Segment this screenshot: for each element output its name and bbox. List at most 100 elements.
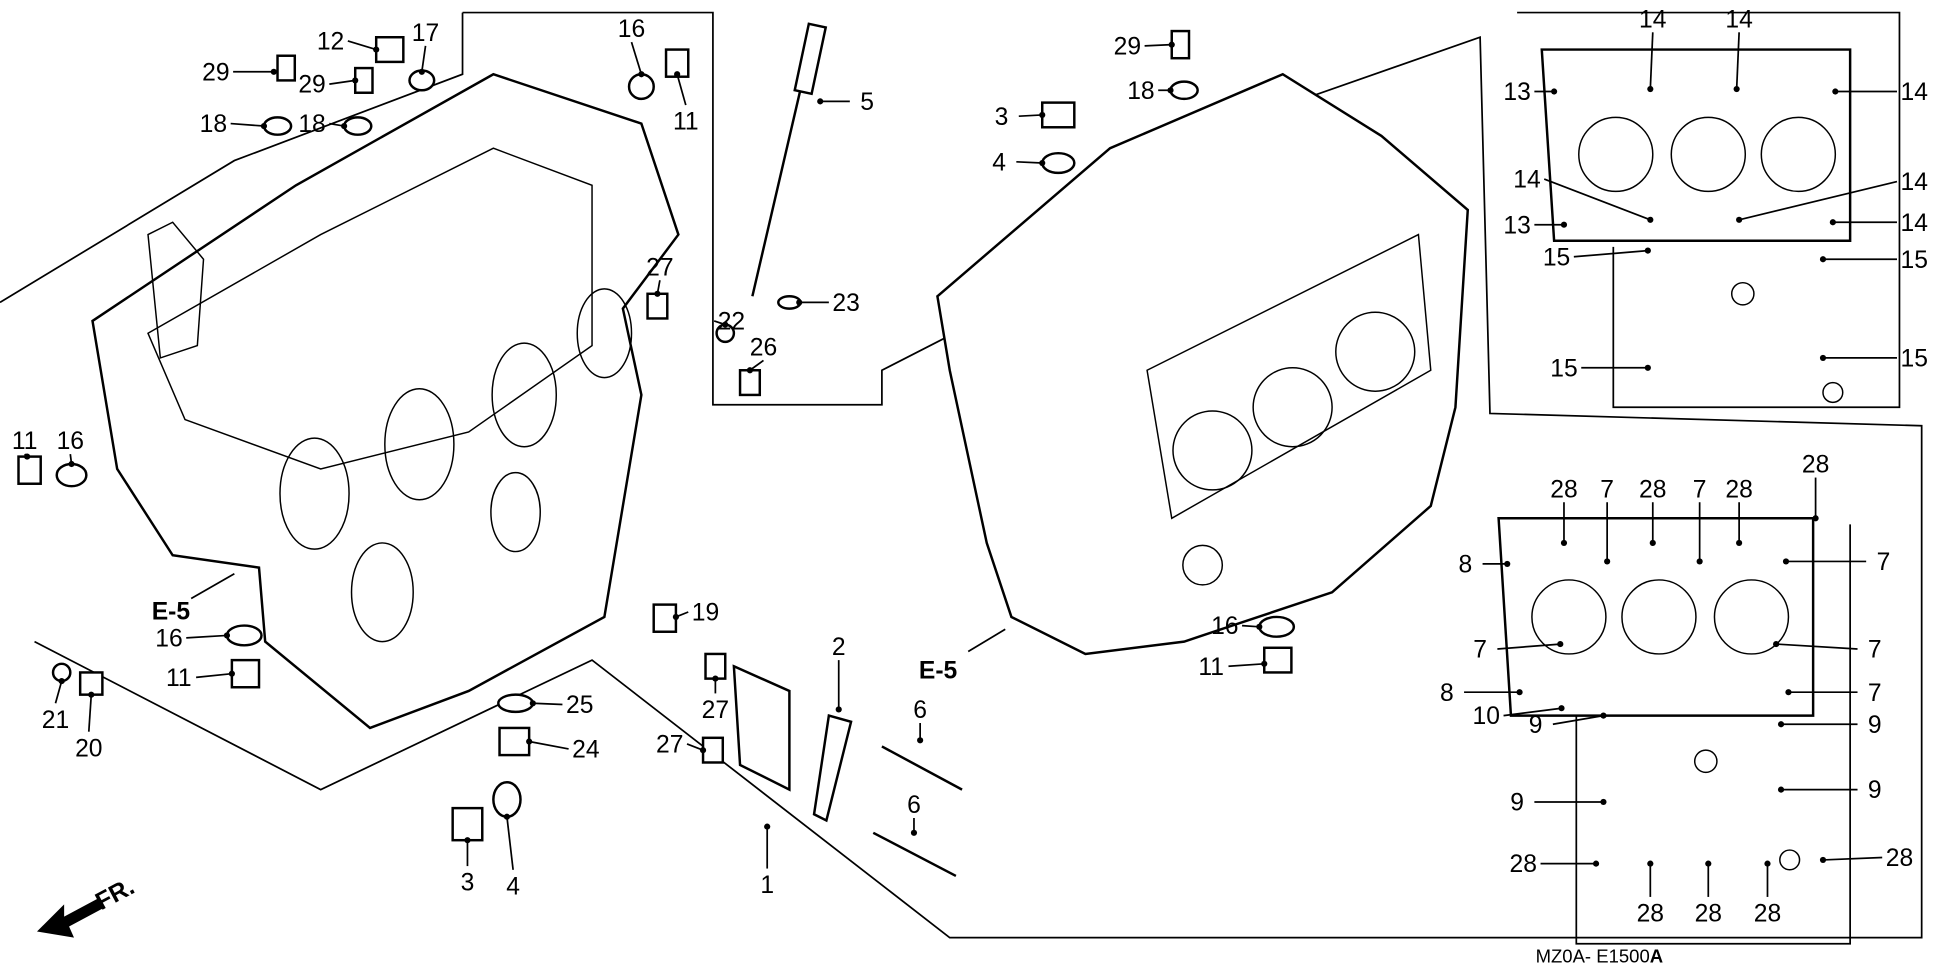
callout-26[interactable]: 26 (746, 334, 777, 374)
callout-number[interactable]: 16 (1211, 613, 1238, 640)
callout-6[interactable]: 6 (907, 792, 921, 836)
callout-number[interactable]: 16 (155, 626, 182, 653)
callout-29[interactable]: 29 (1114, 34, 1175, 61)
callout-15[interactable]: 15 (1550, 355, 1651, 382)
callout-3[interactable]: 3 (995, 104, 1046, 131)
reference-e5-right[interactable]: E-5 (919, 628, 1006, 685)
callout-number[interactable]: 20 (75, 735, 102, 762)
callout-number[interactable]: 28 (1802, 452, 1829, 479)
callout-number[interactable]: 28 (1510, 851, 1537, 878)
callout-22[interactable]: 22 (713, 309, 745, 336)
callout-6[interactable]: 6 (913, 697, 927, 744)
callout-number[interactable]: 14 (1639, 6, 1666, 33)
callout-number[interactable]: 7 (1868, 637, 1882, 664)
callout-15[interactable]: 15 (1819, 247, 1928, 274)
callout-16[interactable]: 16 (618, 16, 645, 78)
callout-1[interactable]: 1 (760, 823, 774, 900)
callout-number[interactable]: 4 (506, 873, 520, 900)
callout-number[interactable]: 21 (42, 707, 69, 734)
callout-number[interactable]: 8 (1458, 552, 1472, 579)
callout-27[interactable]: 27 (702, 675, 729, 725)
callout-number[interactable]: 13 (1503, 79, 1530, 106)
callout-number[interactable]: 2 (832, 634, 846, 661)
callout-number[interactable]: 27 (702, 697, 729, 724)
callout-number[interactable]: 7 (1693, 476, 1707, 503)
callout-7[interactable]: 7 (1785, 680, 1882, 707)
callout-19[interactable]: 19 (672, 600, 719, 627)
callout-29[interactable]: 29 (202, 59, 277, 86)
callout-11[interactable]: 11 (673, 71, 699, 136)
callout-number[interactable]: 12 (317, 29, 344, 56)
callout-28[interactable]: 28 (1802, 452, 1829, 522)
callout-number[interactable]: 5 (860, 89, 874, 116)
callout-number[interactable]: 28 (1695, 901, 1722, 928)
callout-number[interactable]: 11 (673, 109, 699, 136)
callout-number[interactable]: 29 (1114, 34, 1141, 61)
callout-21[interactable]: 21 (42, 677, 69, 734)
callout-number[interactable]: 29 (202, 59, 229, 86)
callout-2[interactable]: 2 (832, 634, 846, 713)
callout-9[interactable]: 9 (1777, 712, 1882, 739)
callout-13[interactable]: 13 (1503, 79, 1558, 106)
callout-number[interactable]: 16 (618, 16, 645, 43)
reference-e5-left[interactable]: E-5 (152, 573, 235, 626)
callout-7[interactable]: 7 (1782, 549, 1890, 576)
callout-25[interactable]: 25 (529, 692, 594, 719)
callout-number[interactable]: 28 (1886, 845, 1913, 872)
callout-28[interactable]: 28 (1510, 851, 1600, 878)
callout-number[interactable]: 26 (750, 334, 777, 361)
callout-number[interactable]: 9 (1529, 712, 1543, 739)
callout-15[interactable]: 15 (1543, 244, 1651, 271)
callout-number[interactable]: 11 (12, 428, 38, 455)
callout-28[interactable]: 28 (1695, 860, 1722, 928)
callout-number[interactable]: 13 (1503, 212, 1530, 239)
callout-number[interactable]: 15 (1901, 346, 1928, 373)
callout-4[interactable]: 4 (992, 149, 1046, 176)
callout-number[interactable]: 6 (913, 697, 927, 724)
callout-number[interactable]: 28 (1725, 476, 1752, 503)
callout-9[interactable]: 9 (1529, 712, 1607, 739)
callout-number[interactable]: 9 (1868, 777, 1882, 804)
callout-20[interactable]: 20 (75, 691, 103, 763)
callout-number[interactable]: 28 (1550, 476, 1577, 503)
callout-number[interactable]: 8 (1440, 680, 1454, 707)
callout-14[interactable]: 14 (1832, 79, 1928, 106)
callout-28[interactable]: 28 (1819, 845, 1913, 872)
callout-number[interactable]: 18 (1127, 78, 1154, 105)
callout-28[interactable]: 28 (1725, 476, 1753, 547)
callout-18[interactable]: 18 (298, 111, 348, 138)
reference-label[interactable]: E-5 (152, 598, 191, 625)
callout-number[interactable]: 27 (656, 732, 683, 759)
callout-17[interactable]: 17 (412, 20, 439, 75)
callout-number[interactable]: 3 (461, 870, 475, 897)
callout-27[interactable]: 27 (656, 732, 707, 759)
callout-5[interactable]: 5 (817, 89, 874, 116)
callout-number[interactable]: 19 (692, 600, 719, 627)
callout-number[interactable]: 22 (718, 309, 745, 336)
callout-number[interactable]: 14 (1901, 210, 1928, 237)
callout-18[interactable]: 18 (200, 111, 268, 138)
callout-27[interactable]: 27 (646, 254, 674, 297)
callout-11[interactable]: 11 (1198, 654, 1268, 681)
callout-number[interactable]: 15 (1901, 247, 1928, 274)
callout-8[interactable]: 8 (1458, 552, 1511, 579)
callout-number[interactable]: 18 (200, 111, 227, 138)
callout-9[interactable]: 9 (1777, 777, 1882, 804)
callout-3[interactable]: 3 (461, 837, 475, 897)
callout-14[interactable]: 14 (1736, 169, 1928, 223)
callout-7[interactable]: 7 (1600, 476, 1614, 565)
callout-16[interactable]: 16 (57, 428, 84, 468)
callout-number[interactable]: 17 (412, 20, 439, 47)
callout-number[interactable]: 7 (1868, 680, 1882, 707)
callout-16[interactable]: 16 (1211, 613, 1263, 640)
callout-number[interactable]: 11 (1198, 654, 1224, 681)
callout-16[interactable]: 16 (155, 626, 231, 653)
callout-number[interactable]: 27 (646, 254, 673, 281)
callout-7[interactable]: 7 (1473, 637, 1564, 664)
callout-number[interactable]: 10 (1473, 703, 1500, 730)
callout-28[interactable]: 28 (1639, 476, 1666, 547)
callout-number[interactable]: 9 (1868, 712, 1882, 739)
callout-number[interactable]: 15 (1550, 355, 1577, 382)
callout-number[interactable]: 11 (166, 665, 192, 692)
callout-18[interactable]: 18 (1127, 78, 1174, 105)
